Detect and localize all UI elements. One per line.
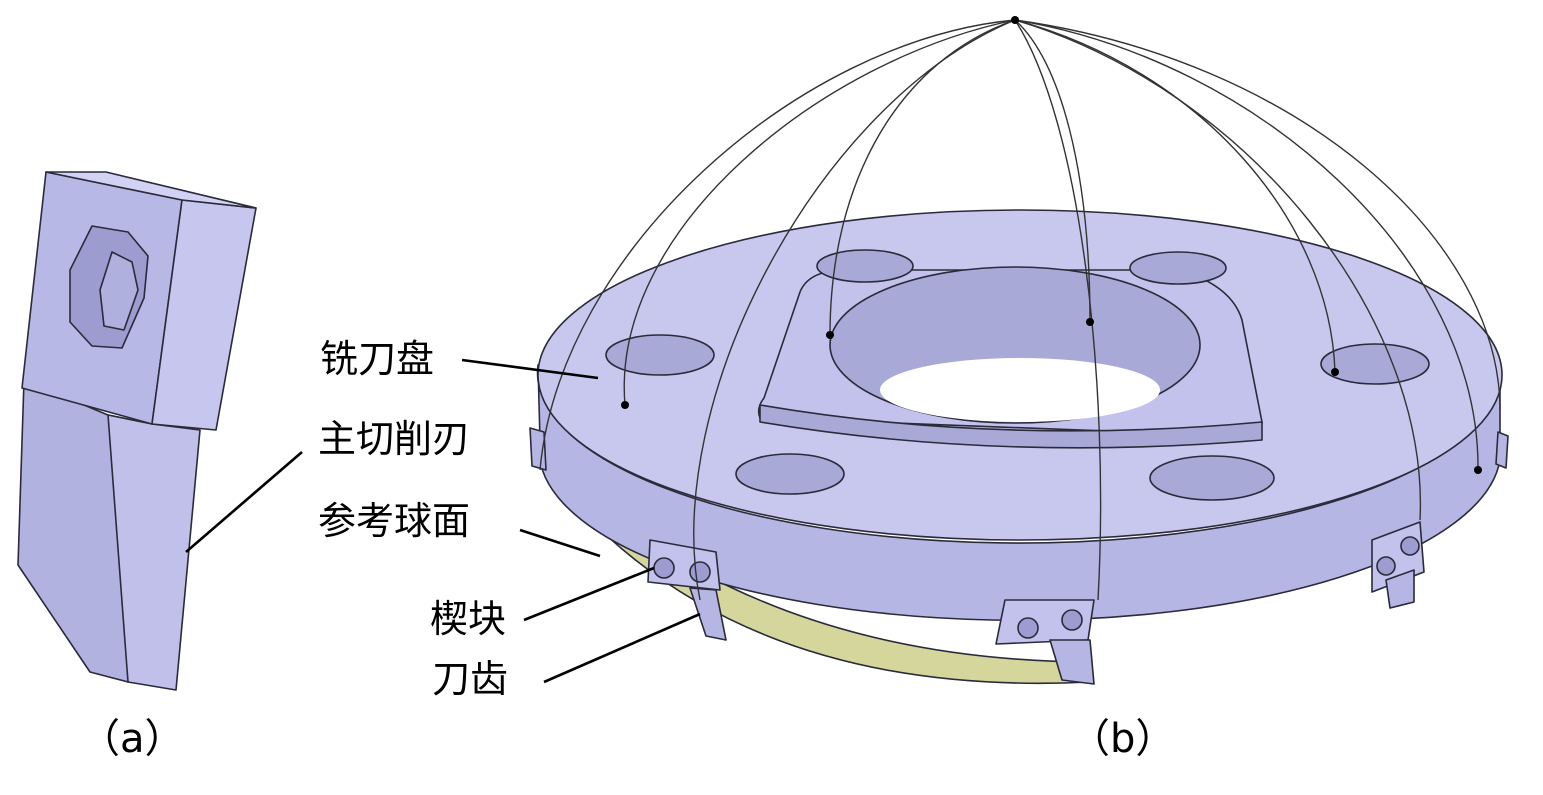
rim-wedge-right	[1371, 521, 1425, 609]
rim-wedge-left	[647, 539, 727, 641]
bolt-hole-5	[735, 453, 845, 495]
bolt-hole-1	[605, 334, 715, 376]
rim-tooth-far-left	[529, 427, 547, 471]
sphere-apex	[1011, 16, 1019, 24]
rim-tooth-far-right	[1495, 431, 1509, 469]
rim-wedge-front	[995, 599, 1095, 685]
leader-main-cutting-edge	[185, 451, 303, 553]
wire-point-3	[1086, 318, 1094, 326]
bolt-hole-6	[1149, 455, 1275, 501]
reference-sphere-wireframe	[539, 16, 1501, 601]
leader-wedge	[523, 566, 655, 622]
wire-point-4	[1331, 368, 1339, 376]
tooth-head-top	[45, 171, 257, 209]
bolt-hole-4	[1320, 343, 1430, 385]
leader-cutter-disc	[461, 358, 599, 380]
caption-b: （b）	[1070, 716, 1175, 762]
label-wedge: 楔块	[430, 597, 506, 641]
cutter-assembly-b	[529, 16, 1509, 685]
wire-point-5	[1474, 466, 1482, 474]
leader-lines	[185, 358, 701, 684]
leader-cutter-tooth	[543, 612, 701, 684]
label-cutter-tooth: 刀齿	[432, 657, 508, 701]
wire-point-1	[621, 401, 629, 409]
label-cutter-disc: 铣刀盘	[320, 337, 434, 381]
wire-point-2	[826, 331, 834, 339]
label-main-cutting-edge: 主切削刃	[318, 417, 470, 461]
caption-a: （a）	[80, 716, 185, 762]
bolt-hole-2	[816, 249, 914, 283]
disc-boss-front	[759, 404, 1263, 449]
tooth-part-a	[17, 171, 257, 691]
leader-reference-sphere	[519, 528, 601, 558]
label-reference-sphere: 参考球面	[318, 499, 470, 543]
bolt-hole-3	[1129, 251, 1227, 285]
disc-center-bore-through	[880, 358, 1160, 422]
tooth-hole-inner	[99, 251, 139, 331]
